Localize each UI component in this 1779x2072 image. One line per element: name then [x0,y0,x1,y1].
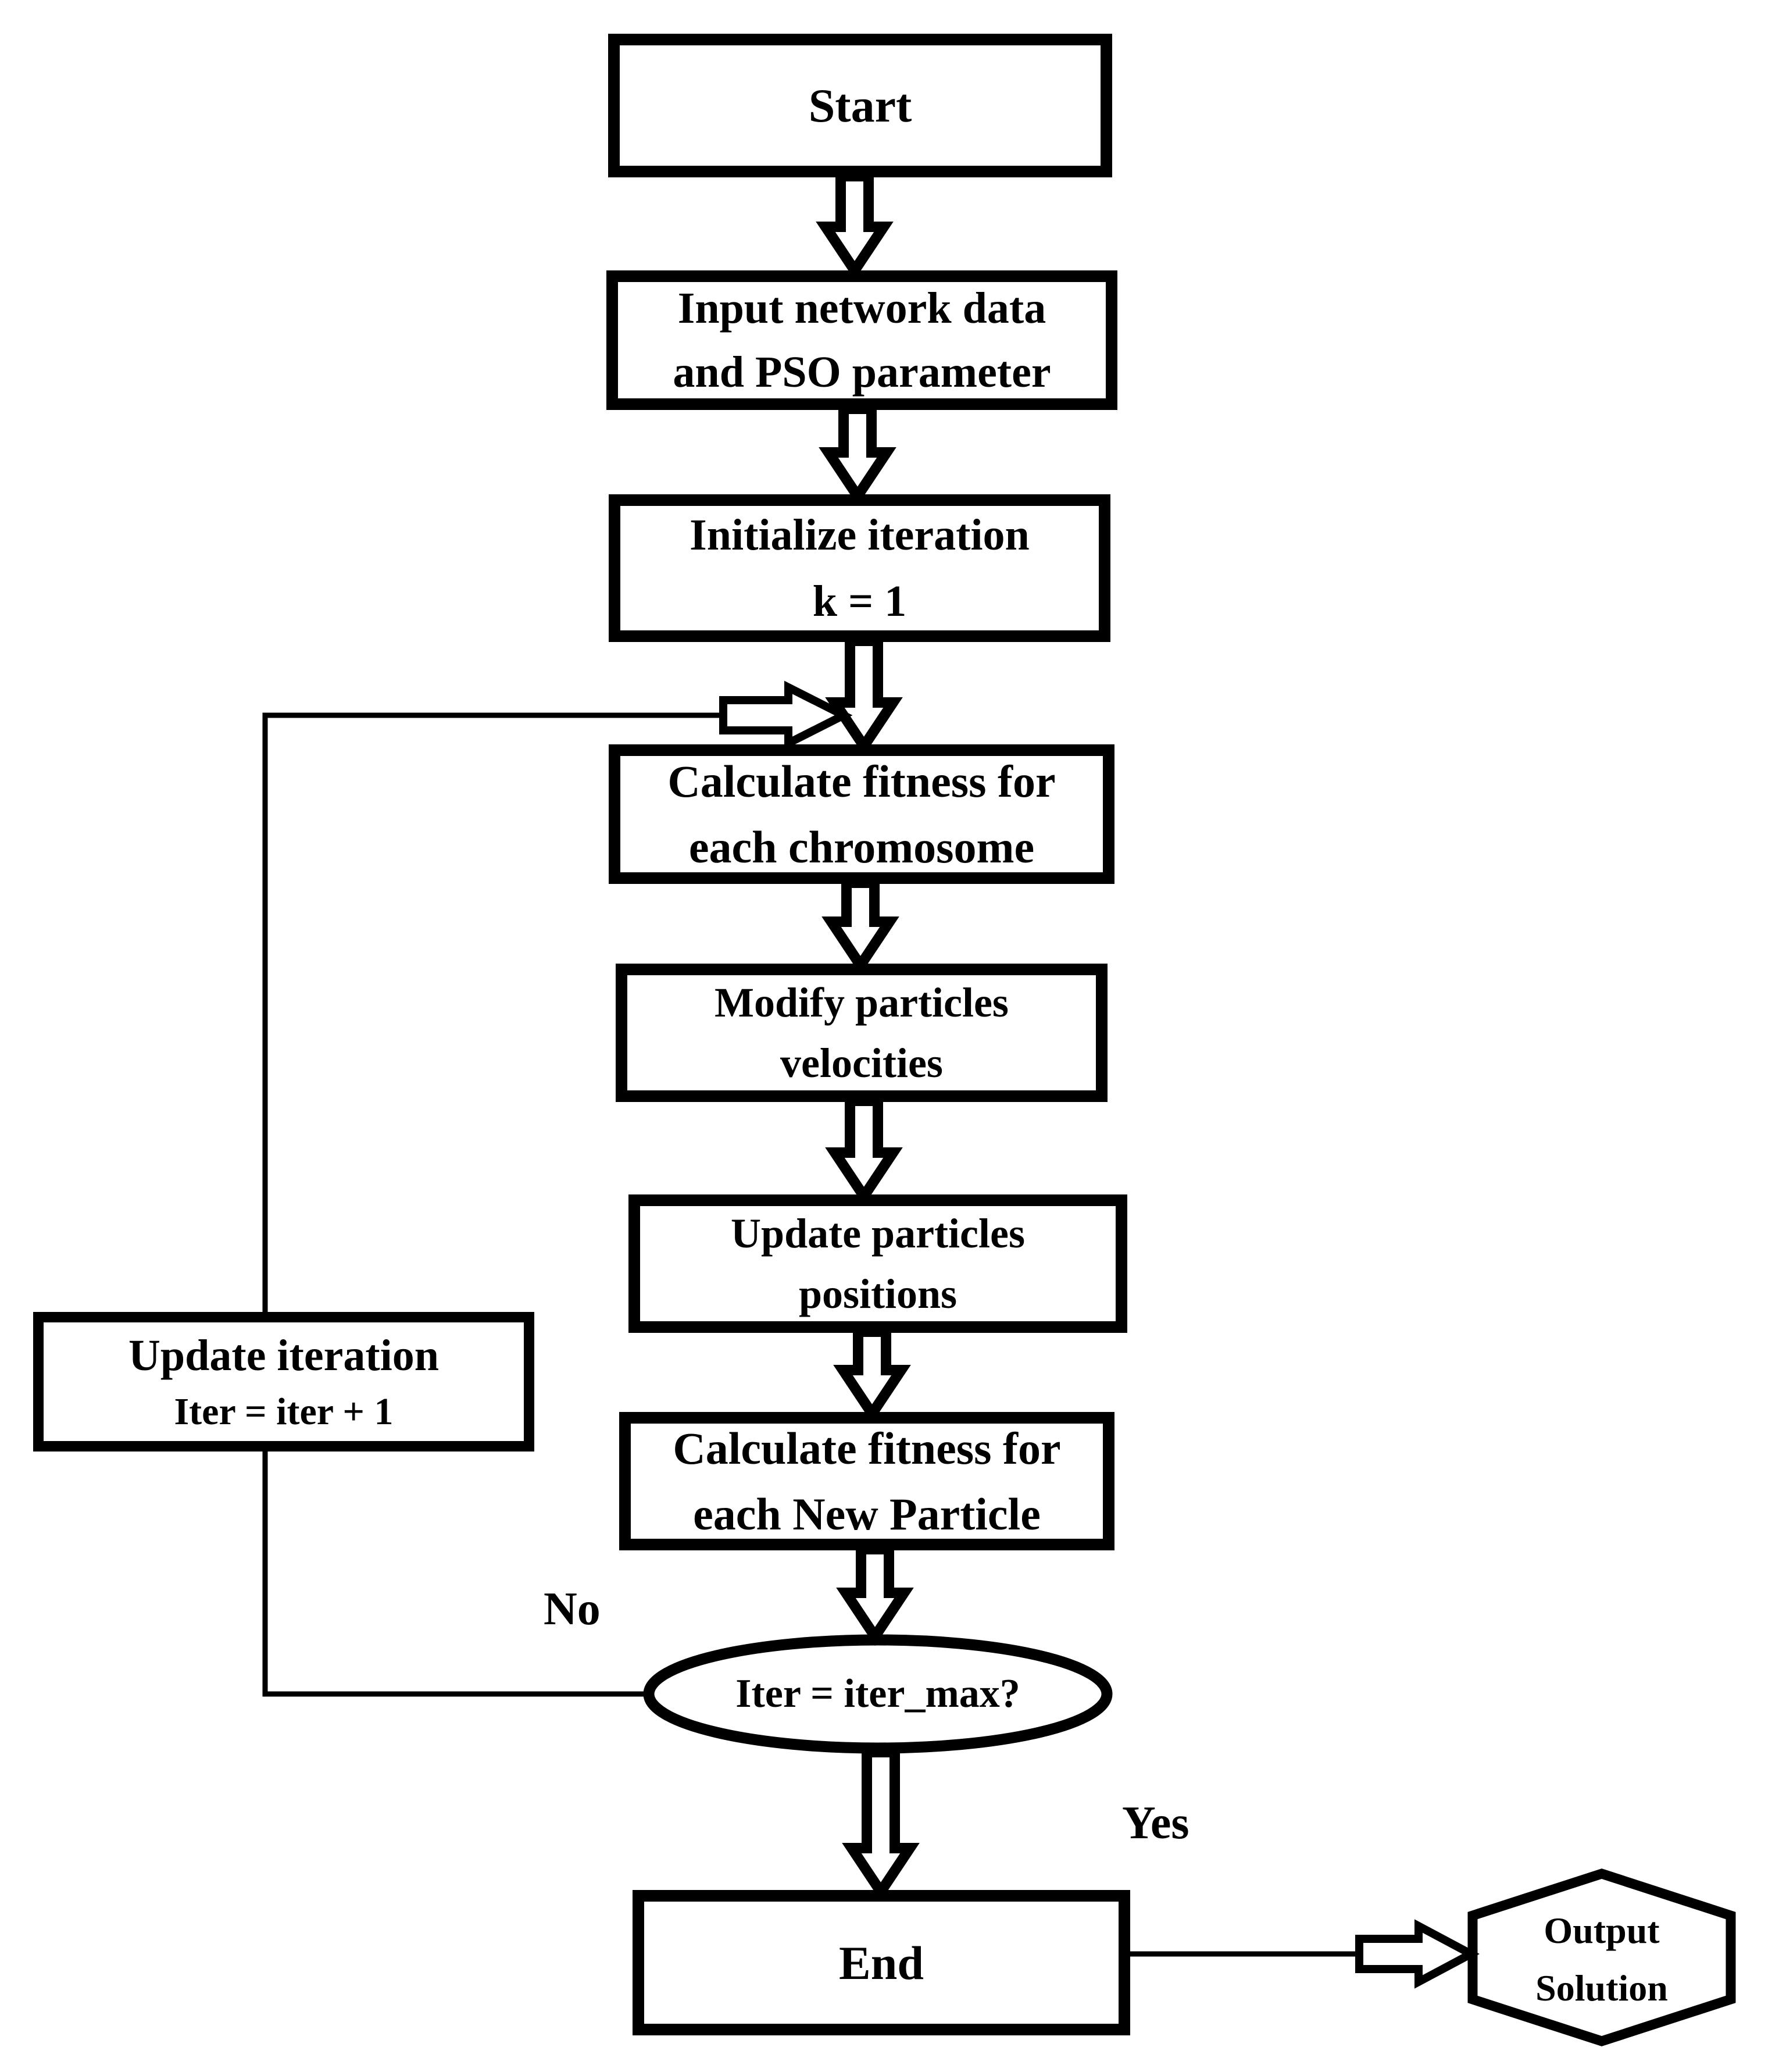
edge-label-no: No [544,1584,601,1635]
node-calc-fitness-chromosome: Calculate fitness for each chromosome [609,744,1114,884]
arrow-input-to-initialize-icon [819,404,896,506]
node-calc-fitness-new-particle: Calculate fitness for each New Particle [619,1412,1114,1550]
arrow-fitness-to-modify-icon [821,878,899,975]
output-solution-label: Output Solution [1490,1902,1713,2017]
node-initialize-iteration-line2: k = 1 [812,577,907,626]
arrow-update-to-fitness-new-icon [833,1326,911,1424]
node-initialize-iteration: Initialize iteration k = 1 [609,494,1110,642]
node-calc-fitness-chromosome-line2: each chromosome [688,822,1035,872]
node-update-iteration: Update iteration Iter = iter + 1 [33,1312,534,1452]
node-input-data: Input network data and PSO parameter [606,270,1117,410]
node-calc-fitness-new-particle-line1: Calculate fitness for [673,1422,1061,1474]
node-modify-velocities: Modify particles velocities [616,964,1108,1102]
edge-label-yes: Yes [1122,1798,1189,1849]
loop-feed-arrow-icon [719,680,853,750]
node-update-iteration-line2: Iter = iter + 1 [174,1390,394,1433]
output-solution-hexagon [1467,1868,1736,2046]
output-solution-line1: Output [1544,1910,1660,1951]
output-solution-line2: Solution [1535,1967,1668,2009]
node-update-iteration-line1: Update iteration [128,1331,440,1381]
arrow-initialize-to-fitness-icon [825,636,903,756]
arrow-decision-to-end-icon [842,1747,920,1902]
node-update-positions-line2: positions [798,1271,958,1317]
node-start: Start [608,34,1112,177]
loop-back-line [262,712,723,1697]
arrow-fitness-new-to-decision-icon [836,1544,914,1646]
node-update-positions: Update particles positions [628,1194,1127,1333]
decision-label: Iter = iter_max? [735,1671,1020,1716]
node-end-label: End [839,1936,924,1989]
node-calc-fitness-chromosome-line1: Calculate fitness for [667,755,1056,807]
node-modify-velocities-line1: Modify particles [715,979,1009,1026]
arrow-start-to-input-icon [816,171,894,280]
node-modify-velocities-line2: velocities [780,1040,943,1086]
node-input-data-line1: Input network data [677,283,1046,333]
node-end: End [633,1890,1130,2035]
node-calc-fitness-new-particle-line2: each New Particle [693,1489,1041,1539]
node-update-positions-line1: Update particles [731,1210,1025,1257]
arrow-modify-to-update-icon [825,1096,903,1206]
node-input-data-line2: and PSO parameter [673,348,1051,397]
output-arrow-icon [1355,1919,1480,1989]
node-initialize-iteration-line1: Initialize iteration [690,511,1030,559]
node-start-label: Start [808,79,912,132]
